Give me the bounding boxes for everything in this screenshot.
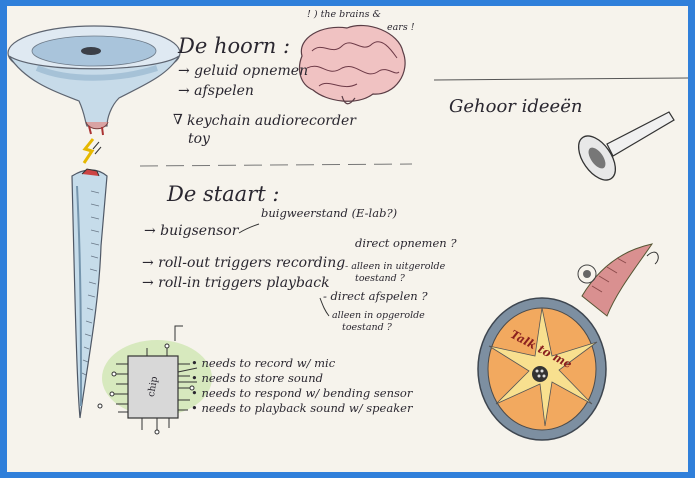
horn-item-record: → geluid opnemen bbox=[178, 64, 308, 78]
brain-note-line1: ! ) the brains & bbox=[307, 10, 381, 20]
only-rolled-2: toestand ? bbox=[342, 323, 392, 333]
rollout-trigger: → roll-out triggers recording bbox=[142, 256, 345, 270]
only-unrolled-2: toestand ? bbox=[355, 274, 405, 284]
horn-drawing bbox=[8, 26, 180, 135]
divider-mid bbox=[140, 164, 412, 166]
direct-play: - direct afspelen ? bbox=[323, 291, 428, 303]
horn-title: De hoorn : bbox=[178, 36, 290, 57]
requirement-playback: • needs to playback sound w/ speaker bbox=[191, 403, 412, 415]
arrow-to-resistance bbox=[239, 224, 259, 233]
requirement-store: • needs to store sound bbox=[191, 373, 323, 385]
requirement-record: • needs to record w/ mic bbox=[191, 358, 335, 370]
requirement-respond: • needs to respond w/ bending sensor bbox=[191, 388, 412, 400]
ideas-title: Gehoor ideeën bbox=[449, 98, 582, 116]
horn-note: keychain audiorecorder bbox=[187, 114, 356, 128]
bend-resistance: buigweerstand (E-lab?) bbox=[261, 208, 397, 220]
tail-title: De staart : bbox=[167, 184, 279, 205]
bend-sensor: → buigsensor bbox=[144, 224, 238, 238]
sketch-paper: De hoorn : → geluid opnemen → afspelen ∇… bbox=[7, 6, 688, 472]
horn-item-play: → afspelen bbox=[178, 84, 254, 98]
brain-note-line2: ears ! bbox=[387, 23, 415, 33]
divider-top bbox=[434, 78, 688, 80]
spark-icon bbox=[84, 139, 93, 163]
microphone-drawing bbox=[571, 112, 674, 187]
direct-record: direct opnemen ? bbox=[355, 238, 457, 250]
rollin-trigger: → roll-in triggers playback bbox=[142, 276, 330, 290]
brain-drawing bbox=[300, 25, 406, 103]
only-rolled-1: alleen in opgerolde bbox=[332, 311, 425, 321]
only-unrolled-1: - alleen in uitgerolde bbox=[345, 262, 445, 272]
tail-drawing bbox=[72, 169, 107, 418]
speaker-horn-drawing bbox=[478, 244, 658, 440]
exclamation-icon: ∇ bbox=[173, 113, 183, 127]
horn-note-toy: toy bbox=[188, 132, 210, 146]
